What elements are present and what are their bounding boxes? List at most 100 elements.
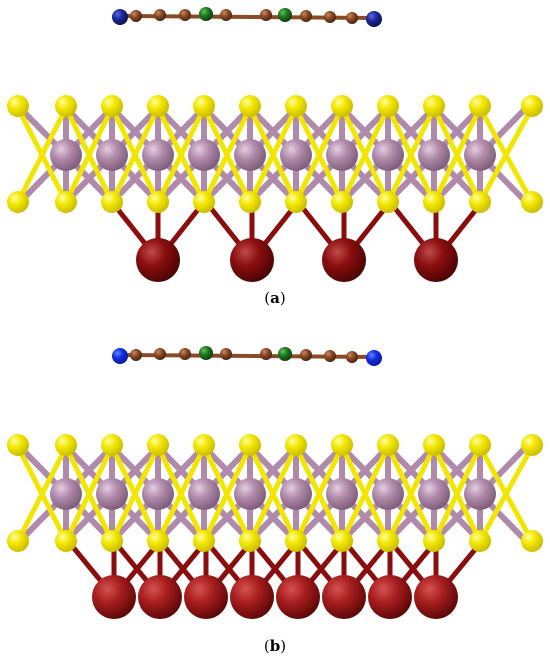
s-s-bond <box>109 444 161 544</box>
carbon-atom <box>220 9 232 21</box>
s-s-bond <box>477 105 535 205</box>
sulfur-atom-bottom <box>469 191 491 213</box>
s-s-bond <box>155 105 207 205</box>
s-s-bond <box>201 105 253 205</box>
nitrogen-atom <box>112 9 128 25</box>
molybdenum-atom <box>50 139 82 171</box>
panel-a-caption: (a) <box>264 289 286 307</box>
sulfur-atom-bottom <box>239 530 261 552</box>
panel-b-letter: b <box>269 637 281 655</box>
substrate-atom <box>138 575 182 619</box>
molybdenum-atom <box>372 139 404 171</box>
sulfur-atom-top <box>193 434 215 456</box>
molybdenum-atom <box>234 139 266 171</box>
s-s-bond <box>431 105 483 205</box>
substrate-atom <box>136 238 180 282</box>
substrate-atom <box>414 575 458 619</box>
s-s-bond <box>339 444 391 544</box>
substrate-atom <box>368 575 412 619</box>
carbon-atom <box>324 11 336 23</box>
sulfur-atom-top <box>285 95 307 117</box>
sulfur-atom-top <box>285 434 307 456</box>
sulfur-atom-bottom <box>423 530 445 552</box>
s-s-bond <box>15 105 69 205</box>
s-s-bond <box>247 105 299 205</box>
sulfur-atom-top <box>331 434 353 456</box>
sulfur-atom-top <box>101 95 123 117</box>
sulfur-atom-top <box>239 95 261 117</box>
carbon-atom <box>260 348 272 360</box>
sulfur-atom-bottom <box>239 191 261 213</box>
sulfur-atom-bottom <box>377 191 399 213</box>
sulfur-atom-bottom <box>147 530 169 552</box>
sulfur-atom-top <box>55 434 77 456</box>
sulfur-atom-bottom <box>193 191 215 213</box>
sulfur-atom-top <box>7 95 29 117</box>
molybdenum-atom <box>326 478 358 510</box>
sulfur-atom-bottom <box>55 191 77 213</box>
carbon-atom <box>154 9 166 21</box>
molybdenum-atom <box>234 478 266 510</box>
substrate-atom <box>230 238 274 282</box>
chlorine-atom <box>199 346 213 360</box>
carbon-atom <box>130 349 142 361</box>
panel-b-caption: (b) <box>263 637 287 655</box>
substrate-atom <box>230 575 274 619</box>
molybdenum-atom <box>418 139 450 171</box>
sulfur-atom-top <box>469 434 491 456</box>
carbon-atom <box>130 10 142 22</box>
s-s-bond <box>385 105 437 205</box>
s-s-bond <box>15 444 69 544</box>
sulfur-atom-top <box>193 95 215 117</box>
sulfur-atom-top <box>101 434 123 456</box>
sulfur-atom-bottom <box>331 191 353 213</box>
molybdenum-atom <box>418 478 450 510</box>
s-s-bond <box>155 444 207 544</box>
carbon-atom <box>179 9 191 21</box>
carbon-atom <box>220 348 232 360</box>
molybdenum-atom <box>464 139 496 171</box>
sulfur-atom-bottom <box>7 530 29 552</box>
sulfur-atom-bottom <box>521 191 543 213</box>
sulfur-atom-top <box>55 95 77 117</box>
sulfur-atom-top <box>521 95 543 117</box>
molybdenum-atom <box>142 139 174 171</box>
sulfur-atom-top <box>469 95 491 117</box>
sulfur-atom-bottom <box>7 191 29 213</box>
carbon-atom <box>179 348 191 360</box>
molybdenum-atom <box>188 478 220 510</box>
substrate-atom <box>184 575 228 619</box>
substrate-atom <box>414 238 458 282</box>
nitrogen-atom <box>366 350 382 366</box>
molybdenum-atom <box>372 478 404 510</box>
sulfur-atom-top <box>7 434 29 456</box>
sulfur-atom-top <box>239 434 261 456</box>
sulfur-atom-bottom <box>377 530 399 552</box>
substrate-atom <box>322 575 366 619</box>
molybdenum-atom <box>280 139 312 171</box>
chlorine-atom <box>199 7 213 21</box>
sulfur-atom-bottom <box>469 530 491 552</box>
sulfur-atom-top <box>423 434 445 456</box>
molybdenum-atom <box>464 478 496 510</box>
carbon-atom <box>154 348 166 360</box>
sulfur-atom-bottom <box>101 530 123 552</box>
s-s-bond <box>63 105 115 205</box>
panel-a-structure <box>7 7 543 282</box>
carbon-atom <box>300 10 312 22</box>
molybdenum-atom <box>96 478 128 510</box>
chlorine-atom <box>278 347 292 361</box>
s-s-bond <box>431 444 483 544</box>
sulfur-atom-bottom <box>147 191 169 213</box>
carbon-atom <box>324 350 336 362</box>
substrate-atom <box>322 238 366 282</box>
s-s-bond <box>109 105 161 205</box>
panel-b-structure <box>7 346 543 619</box>
sulfur-atom-bottom <box>423 191 445 213</box>
chlorine-atom <box>278 8 292 22</box>
carbon-atom <box>346 12 358 24</box>
sulfur-atom-bottom <box>101 191 123 213</box>
molybdenum-atom <box>188 139 220 171</box>
sulfur-atom-bottom <box>285 191 307 213</box>
